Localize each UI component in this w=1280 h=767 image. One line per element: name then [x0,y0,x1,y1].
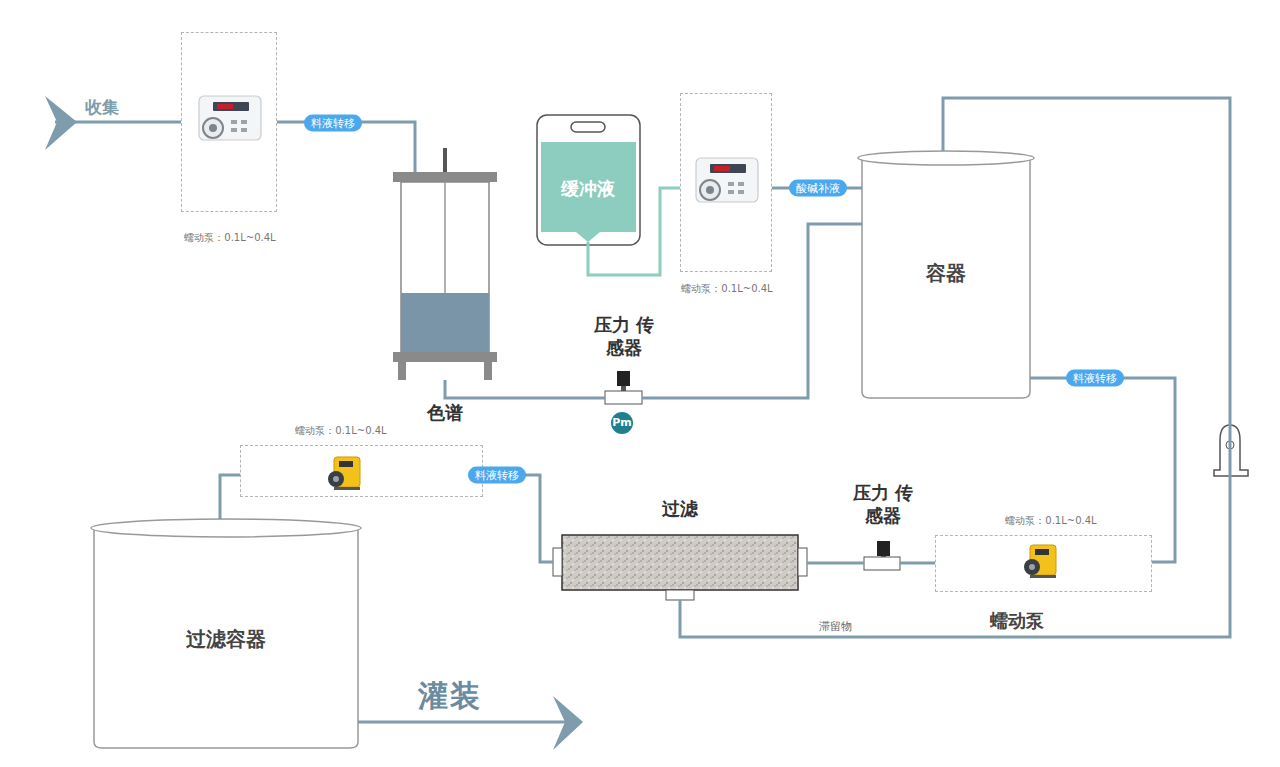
node-text: 过滤容器 [166,626,286,653]
node-text: 过滤 [650,498,710,521]
peristaltic-pump: 蠕动泵：0.1L~0.4L [680,93,772,272]
node-text: 缓冲液 [543,177,633,201]
pipe-connector [588,188,680,275]
node-text: 蠕动泵：0.1L~0.4L [981,515,1121,527]
pipe-connector [900,563,935,564]
pressure-sensor: 压力 传感器 [605,371,642,404]
flow-tag: 料液转移 [468,467,526,484]
flow-tag: 料液转移 [304,115,362,132]
chromatography-column: 色谱 [393,148,497,380]
flow-tag: 料液转移 [1066,370,1124,387]
node-text: 蠕动泵：0.1L~0.4L [271,425,411,437]
pipe-connector [445,380,605,398]
node-text: 压力 传感器 [851,482,915,527]
peristaltic-pump: 蠕动泵：0.1L~0.4L [181,32,277,212]
pipe-connector [680,98,1230,637]
pipe-connector [807,563,864,564]
filtrate-vessel: 过滤容器 [94,519,358,748]
pipe-connector [220,475,240,519]
pipe-connector [483,475,553,562]
node-text: 容器 [906,260,986,287]
peristaltic-pump: 蠕动泵：0.1L~0.4L [935,535,1152,592]
flow-tag: 酸碱补液 [789,180,847,197]
outlet-label: 灌装 [418,676,482,717]
peristaltic-pump: 蠕动泵：0.1L~0.4L [240,445,483,497]
flow-note: 滞留物 [817,619,854,634]
node-text: 色谱 [415,402,475,425]
node-text: 蠕动泵：0.1L~0.4L [657,283,797,295]
buffer-bag: 缓冲液 [537,115,640,245]
filter: 过滤 [553,535,807,600]
inlet-label: 收集 [85,96,119,119]
pump-label: 蠕动泵 [990,609,1044,633]
node-text: 压力 传感器 [592,314,656,359]
node-text: 蠕动泵：0.1L~0.4L [160,232,300,244]
pipe-connector [642,224,862,398]
pressure-sensor: 压力 传感器 [864,541,900,570]
vessel: 容器 [862,151,1030,398]
gauge-symbol: Pm [611,415,633,431]
